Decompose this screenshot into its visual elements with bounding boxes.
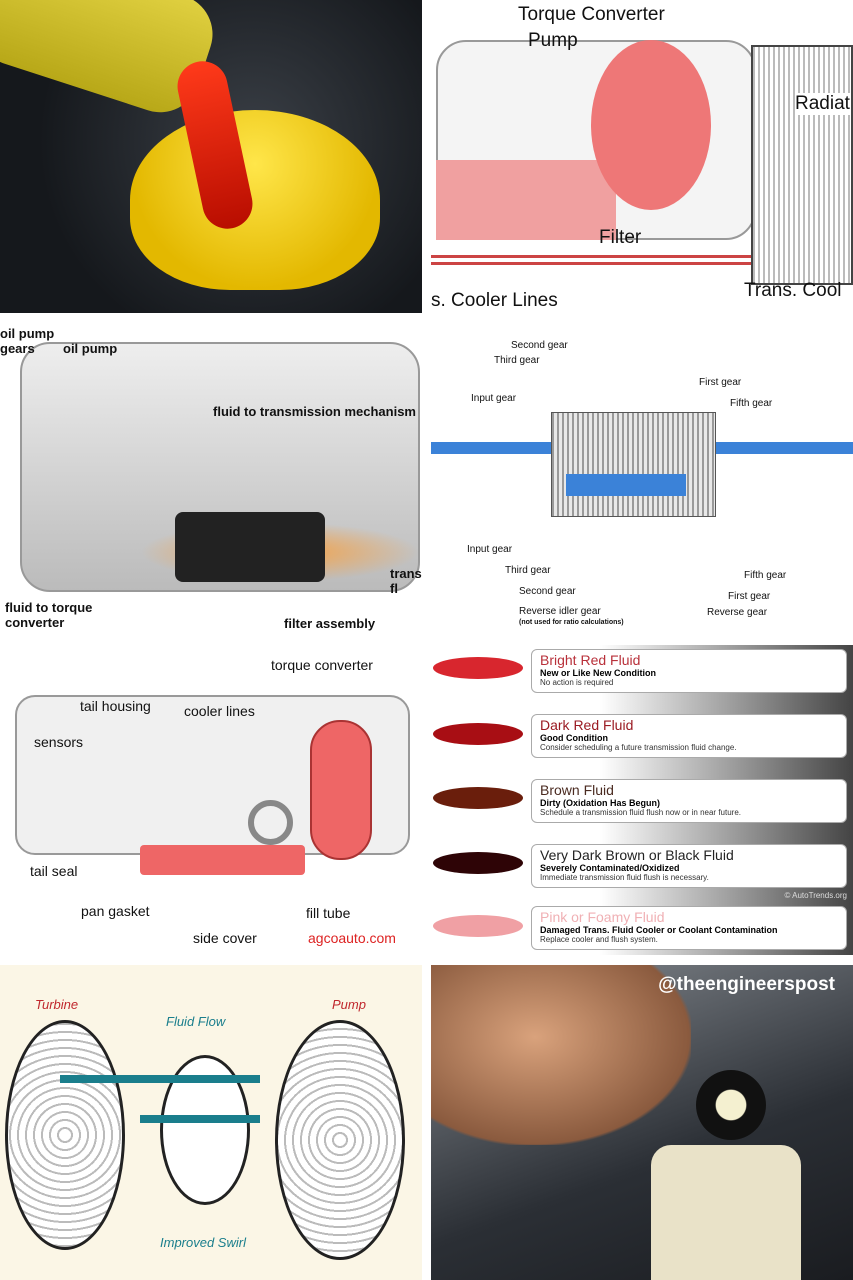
label-note: (not used for ratio calculations) (519, 619, 624, 626)
diagram-fluid-swirl: Turbine Fluid Flow Pump Improved Swirl (0, 965, 422, 1280)
torque-converter-shape (591, 40, 711, 210)
label-pump: Pump (528, 30, 578, 51)
torque-converter-highlight (310, 720, 372, 860)
photo-reservoir-cap: @theengineerspost (431, 965, 853, 1280)
flow-arrow (60, 1075, 260, 1083)
label-sensors: sensors (34, 734, 84, 750)
label-filter: Filter (599, 227, 642, 248)
label-trans-cooler: Trans. Cool (744, 280, 842, 301)
fluid-title: Dark Red Fluid (540, 717, 634, 733)
source-credit: agcoauto.com (308, 930, 396, 946)
label-gear: First gear (728, 591, 771, 602)
fluid-action: Consider scheduling a future transmissio… (540, 743, 737, 752)
radiator (751, 45, 853, 285)
label-gear: Reverse idler gear (519, 606, 601, 617)
label-fluid-flow: Fluid Flow (166, 1014, 226, 1029)
credit: © AutoTrends.org (784, 891, 847, 900)
flow-arrow (140, 1115, 260, 1123)
fluid-action: Schedule a transmission fluid flush now … (540, 808, 741, 817)
label-pump: Pump (332, 997, 366, 1012)
label-filter-assembly: filter assembly (284, 616, 376, 631)
watermark: @theengineerspost (658, 974, 835, 995)
label-gear: Second gear (511, 340, 568, 351)
filter-assembly-shape (175, 512, 325, 582)
label-pan-gasket: pan gasket (81, 903, 150, 919)
fluid-action: Immediate transmission fluid flush is ne… (540, 873, 709, 882)
reservoir (651, 1145, 801, 1280)
label-gear: Second gear (519, 586, 576, 597)
label-gear: Third gear (505, 565, 551, 576)
reservoir-cap (696, 1070, 766, 1140)
fluid-swatch (433, 657, 523, 679)
label-fill-tube: fill tube (306, 905, 351, 921)
fluid-swatch (433, 852, 523, 874)
turbine-wheel (5, 1020, 125, 1250)
hand (431, 965, 691, 1145)
side-cover-shape (248, 800, 293, 845)
label-transmission-fluid: transi fl (390, 566, 422, 596)
label-fluid-to-mechanism: fluid to transmission mechanism (213, 404, 416, 419)
label-torque-converter: torque converter (271, 657, 373, 673)
fluid-title: Bright Red Fluid (540, 652, 641, 668)
label-gear: Fifth gear (744, 570, 787, 581)
yellow-funnel (130, 110, 380, 290)
label-gear: Input gear (467, 544, 513, 555)
fluid-status: Severely Contaminated/Oxidized (540, 863, 680, 873)
cooler-lines (431, 255, 751, 265)
fluid-swatch (433, 723, 523, 745)
label-improved-swirl: Improved Swirl (160, 1235, 246, 1250)
diagram-cooler-flow: Torque Converter Pump Radiat Filter s. C… (431, 0, 853, 313)
photo-pouring-fluid (0, 0, 422, 313)
pump-wheel (275, 1020, 405, 1260)
fluid-swatch (433, 915, 523, 937)
label-oil-pump: oil pump (63, 341, 118, 356)
fluid-action: Replace cooler and flush system. (540, 935, 658, 944)
label-gear: Third gear (494, 355, 540, 366)
label-side-cover: side cover (193, 930, 257, 946)
label-radiator: Radiat (795, 93, 850, 115)
label-tail-seal: tail seal (30, 863, 78, 879)
fluid-pan (436, 160, 616, 240)
label-gear: Fifth gear (730, 398, 773, 409)
fluid-status: Damaged Trans. Fluid Cooler or Coolant C… (540, 925, 778, 935)
fluid-title: Brown Fluid (540, 782, 614, 798)
gear-cluster (551, 412, 716, 517)
fluid-swatch (433, 787, 523, 809)
fluid-status: Dirty (Oxidation Has Begun) (540, 798, 661, 808)
diagram-oil-pump: oil pump gears oil pump fluid to transmi… (0, 322, 422, 635)
fluid-status: Good Condition (540, 733, 608, 743)
label-turbine: Turbine (35, 997, 79, 1012)
diagram-gear-train: Second gear Third gear Input gear First … (431, 322, 853, 635)
fluid-action: No action is required (540, 678, 614, 687)
label-gear: Reverse gear (707, 607, 768, 618)
label-cooler-lines: s. Cooler Lines (431, 290, 558, 311)
label-torque-converter: Torque Converter (518, 4, 665, 25)
pan (140, 845, 305, 875)
label-gear: Input gear (471, 393, 517, 404)
label-fluid-to-torque-converter: fluid to torque converter (5, 600, 93, 630)
label-oil-pump-gears: oil pump gears (0, 326, 55, 356)
fluid-title: Pink or Foamy Fluid (540, 909, 665, 925)
diagram-transmission-parts: torque converter tail housing cooler lin… (0, 645, 422, 955)
fluid-status: New or Like New Condition (540, 668, 657, 678)
label-gear: First gear (699, 377, 742, 388)
fluid-title: Very Dark Brown or Black Fluid (540, 847, 734, 863)
counter-shaft (566, 474, 686, 496)
label-tail-housing: tail housing (80, 698, 151, 714)
label-cooler-lines: cooler lines (184, 703, 255, 719)
